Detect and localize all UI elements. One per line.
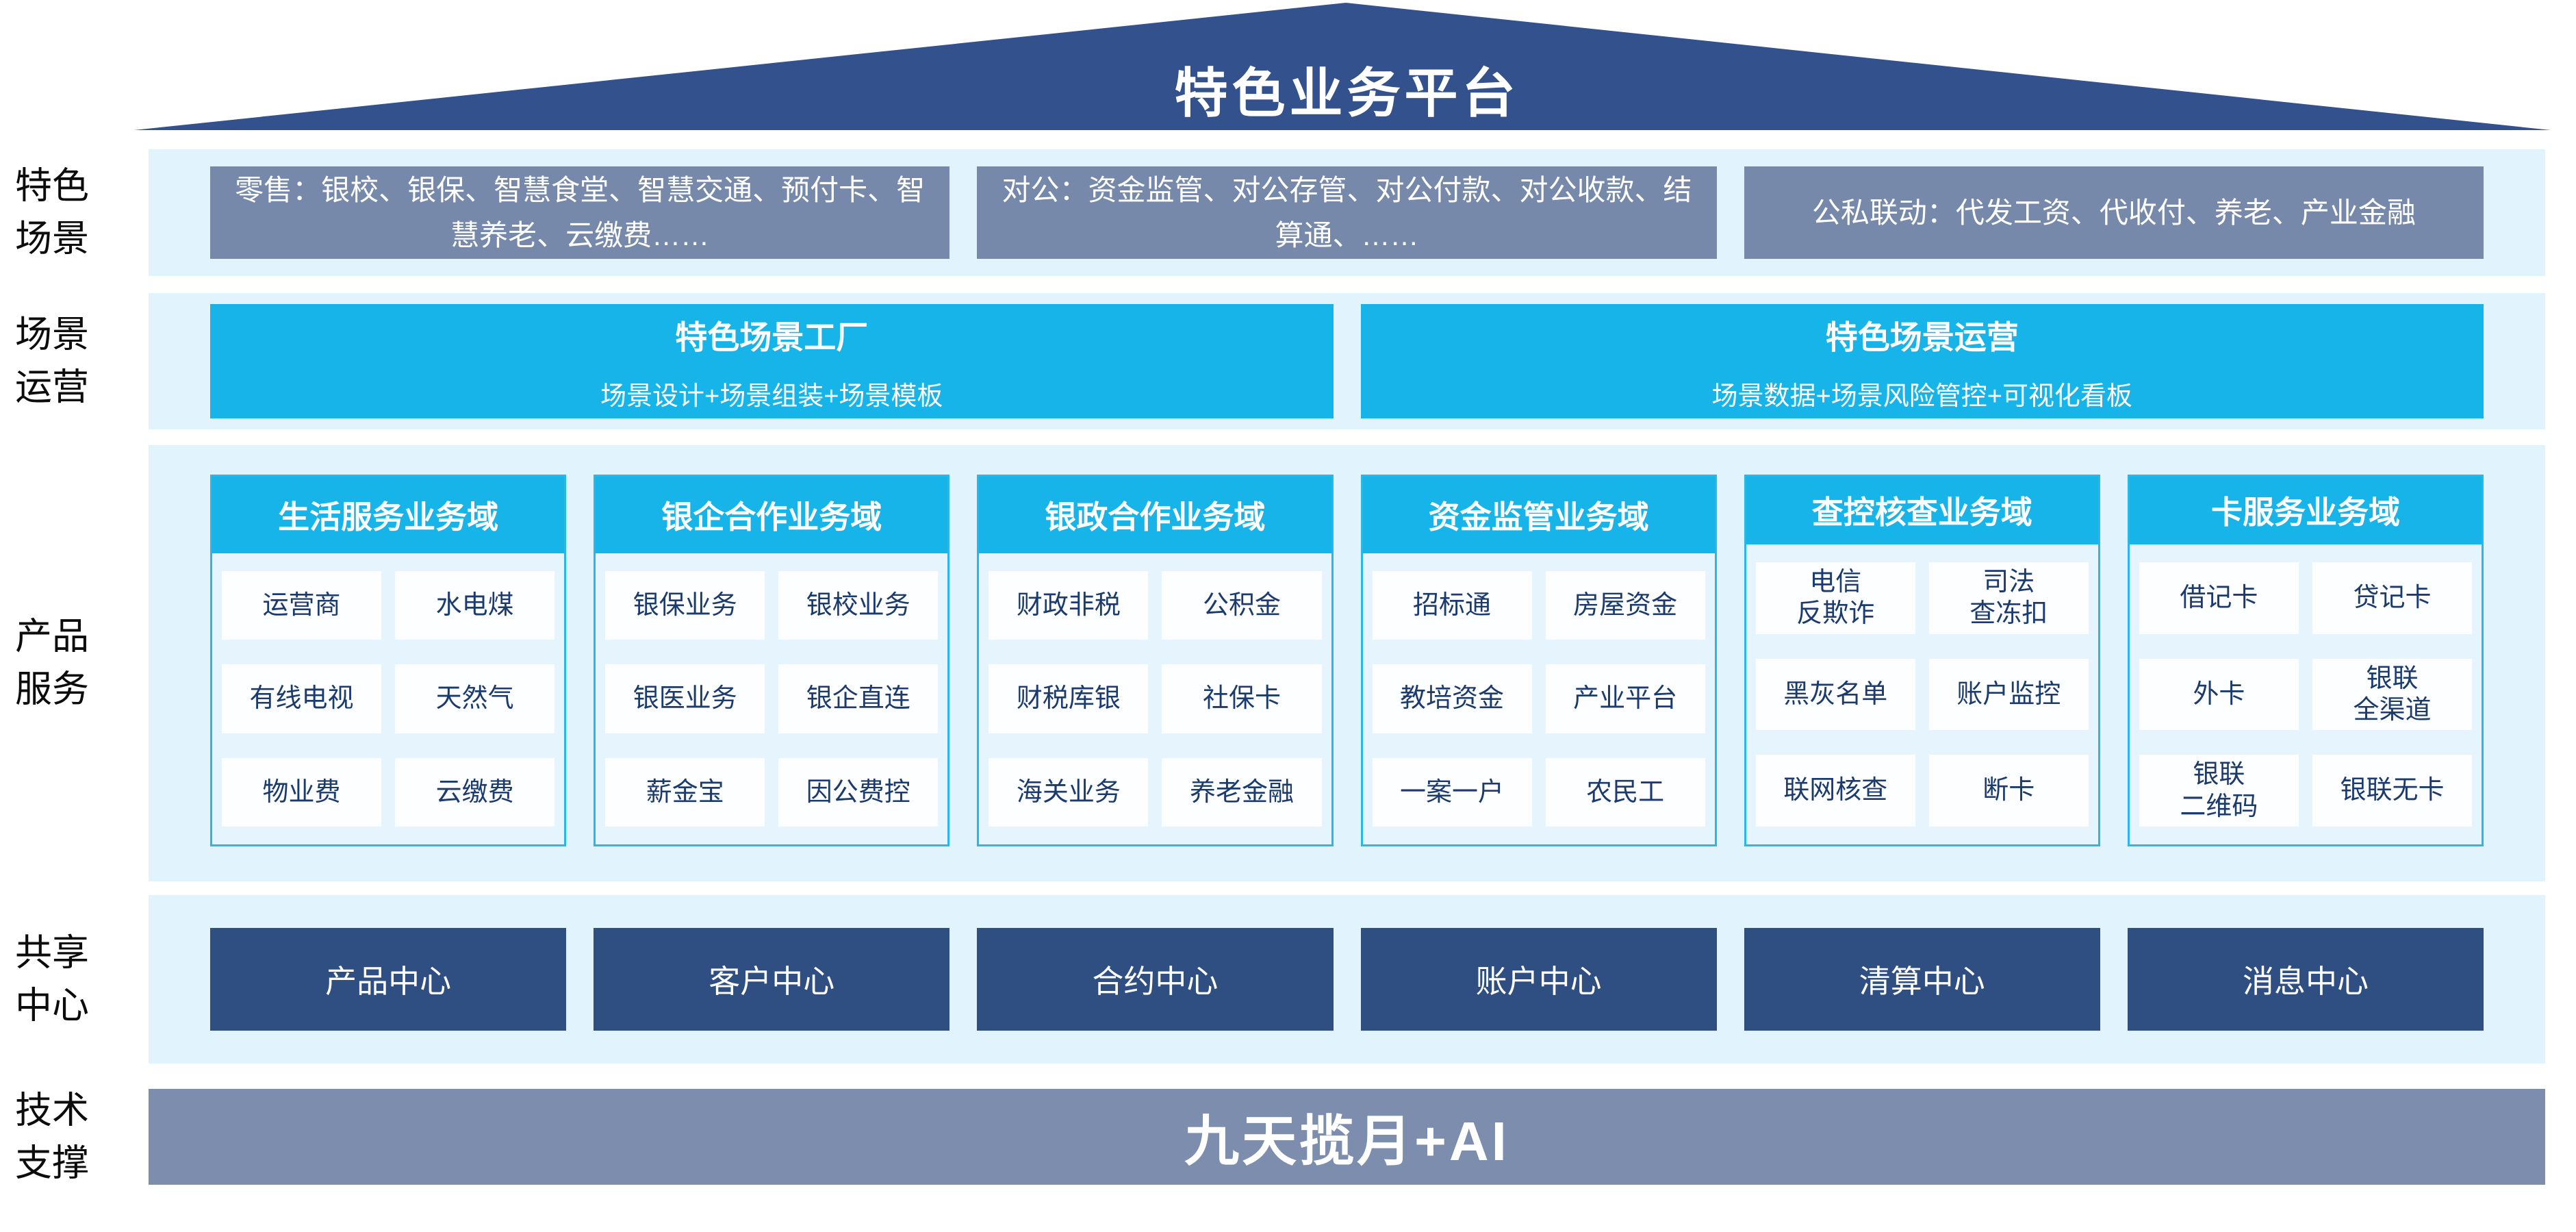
- domain-cell-grid: 运营商 水电煤 有线电视 天然气 物业费 云缴费: [212, 553, 564, 844]
- domain-cell: 银联 二维码: [2139, 755, 2299, 827]
- domain-cell: 薪金宝: [605, 757, 765, 827]
- tech-support-bar: 九天揽月+AI: [149, 1089, 2545, 1185]
- shared-center-band: 产品中心 客户中心 合约中心 账户中心 清算中心 消息中心: [149, 895, 2545, 1064]
- domain-cell: 银企直连: [778, 664, 939, 733]
- operation-box-title: 特色场景工厂: [675, 318, 869, 355]
- scenario-box-corporate: 对公：资金监管、对公存管、对公付款、对公收款、结算通、……: [977, 166, 1717, 259]
- domain-cell: 因公费控: [778, 757, 939, 827]
- side-label-scenarios: 特色 场景: [15, 165, 89, 259]
- product-band: 生活服务业务域 运营商 水电煤 有线电视 天然气 物业费 云缴费 银企合作业务域…: [149, 445, 2545, 881]
- domain-cell: 外卡: [2139, 658, 2299, 731]
- domain-cell: 教培资金: [1372, 664, 1532, 733]
- domain-column-life-services: 生活服务业务域 运营商 水电煤 有线电视 天然气 物业费 云缴费: [210, 475, 567, 846]
- domain-cell: 养老金融: [1162, 757, 1322, 827]
- domain-cell-grid: 借记卡 贷记卡 外卡 银联 全渠道 银联 二维码 银联无卡: [2130, 544, 2482, 844]
- domain-cell: 天然气: [395, 664, 555, 733]
- domain-cell: 海关业务: [989, 757, 1149, 827]
- domain-cell: 一案一户: [1372, 757, 1532, 827]
- domain-cell-grid: 电信 反欺诈 司法 查冻扣 黑灰名单 账户监控 联网核查 断卡: [1746, 544, 2098, 844]
- operation-box-scene-factory: 特色场景工厂 场景设计+场景组装+场景模板: [210, 304, 1334, 418]
- domain-cell: 银保业务: [605, 571, 765, 640]
- domain-header: 银政合作业务域: [979, 477, 1331, 553]
- domain-cell: 产业平台: [1545, 664, 1705, 733]
- domain-cell: 银校业务: [778, 571, 939, 640]
- domain-cell: 房屋资金: [1545, 571, 1705, 640]
- center-box-account: 账户中心: [1360, 928, 1717, 1031]
- domain-column-card-services: 卡服务业务域 借记卡 贷记卡 外卡 银联 全渠道 银联 二维码 银联无卡: [2127, 475, 2484, 846]
- side-label-products: 产品 服务: [15, 616, 89, 709]
- side-label-operations: 场景 运营: [15, 314, 89, 407]
- domain-header: 查控核查业务域: [1746, 477, 2098, 544]
- domain-cell: 银联无卡: [2312, 755, 2473, 827]
- diagram-title: 特色业务平台: [1174, 63, 1520, 123]
- operation-box-subtitle: 场景设计+场景组装+场景模板: [600, 381, 943, 411]
- operation-box-title: 特色场景运营: [1825, 318, 2019, 355]
- domain-header: 卡服务业务域: [2129, 477, 2482, 544]
- domain-cell-grid: 财政非税 公积金 财税库银 社保卡 海关业务 养老金融: [979, 553, 1331, 844]
- domain-cell-grid: 招标通 房屋资金 教培资金 产业平台 一案一户 农民工: [1363, 553, 1715, 844]
- tech-support-label: 九天揽月+AI: [1184, 1111, 1509, 1172]
- domain-cell: 社保卡: [1162, 664, 1322, 733]
- center-box-message: 消息中心: [2127, 928, 2484, 1031]
- domain-cell: 借记卡: [2139, 562, 2299, 634]
- domain-cell: 电信 反欺诈: [1755, 562, 1915, 634]
- domain-cell: 有线电视: [222, 664, 382, 733]
- domain-cell: 司法 查冻扣: [1928, 562, 2089, 634]
- domain-column-bank-government: 银政合作业务域 财政非税 公积金 财税库银 社保卡 海关业务 养老金融: [977, 475, 1334, 846]
- domain-header: 银企合作业务域: [596, 477, 948, 553]
- side-label-tech: 技术 支撑: [15, 1090, 89, 1183]
- domain-cell: 招标通: [1372, 571, 1532, 640]
- operation-box-scene-operation: 特色场景运营 场景数据+场景风险管控+可视化看板: [1360, 304, 2484, 418]
- scenario-band: 零售：银校、银保、智慧食堂、智慧交通、预付卡、智慧养老、云缴费…… 对公：资金监…: [149, 149, 2545, 276]
- domain-cell: 公积金: [1162, 571, 1322, 640]
- domain-cell: 物业费: [222, 757, 382, 827]
- domain-cell: 银联 全渠道: [2312, 658, 2473, 731]
- scenario-box-public-private: 公私联动：代发工资、代收付、养老、产业金融: [1744, 166, 2484, 259]
- domain-cell: 联网核查: [1755, 755, 1915, 827]
- center-box-customer: 客户中心: [594, 928, 950, 1031]
- domain-column-fund-supervision: 资金监管业务域 招标通 房屋资金 教培资金 产业平台 一案一户 农民工: [1360, 475, 1717, 846]
- domain-cell: 财税库银: [989, 664, 1149, 733]
- domain-cell: 断卡: [1928, 755, 2089, 827]
- domain-cell: 水电煤: [395, 571, 555, 640]
- domain-cell: 银医业务: [605, 664, 765, 733]
- domain-column-bank-enterprise: 银企合作业务域 银保业务 银校业务 银医业务 银企直连 薪金宝 因公费控: [594, 475, 950, 846]
- operation-box-subtitle: 场景数据+场景风险管控+可视化看板: [1711, 381, 2132, 411]
- domain-cell: 财政非税: [989, 571, 1149, 640]
- domain-cell: 贷记卡: [2312, 562, 2473, 634]
- domain-cell: 运营商: [222, 571, 382, 640]
- domain-column-inspection: 查控核查业务域 电信 反欺诈 司法 查冻扣 黑灰名单 账户监控 联网核查 断卡: [1744, 475, 2100, 846]
- domain-header: 资金监管业务域: [1362, 477, 1715, 553]
- domain-cell-grid: 银保业务 银校业务 银医业务 银企直连 薪金宝 因公费控: [596, 553, 947, 844]
- domain-cell: 黑灰名单: [1755, 658, 1915, 731]
- center-box-product: 产品中心: [210, 928, 567, 1031]
- domain-header: 生活服务业务域: [212, 477, 565, 553]
- domain-cell: 农民工: [1545, 757, 1705, 827]
- roof-shape: [134, 3, 2551, 130]
- center-box-clearing: 清算中心: [1744, 928, 2100, 1031]
- side-label-centers: 共享 中心: [15, 932, 89, 1026]
- center-box-contract: 合约中心: [977, 928, 1334, 1031]
- domain-cell: 账户监控: [1928, 658, 2089, 731]
- scenario-box-retail: 零售：银校、银保、智慧食堂、智慧交通、预付卡、智慧养老、云缴费……: [210, 166, 950, 259]
- domain-cell: 云缴费: [395, 757, 555, 827]
- operation-band: 特色场景工厂 场景设计+场景组装+场景模板 特色场景运营 场景数据+场景风险管控…: [149, 293, 2545, 429]
